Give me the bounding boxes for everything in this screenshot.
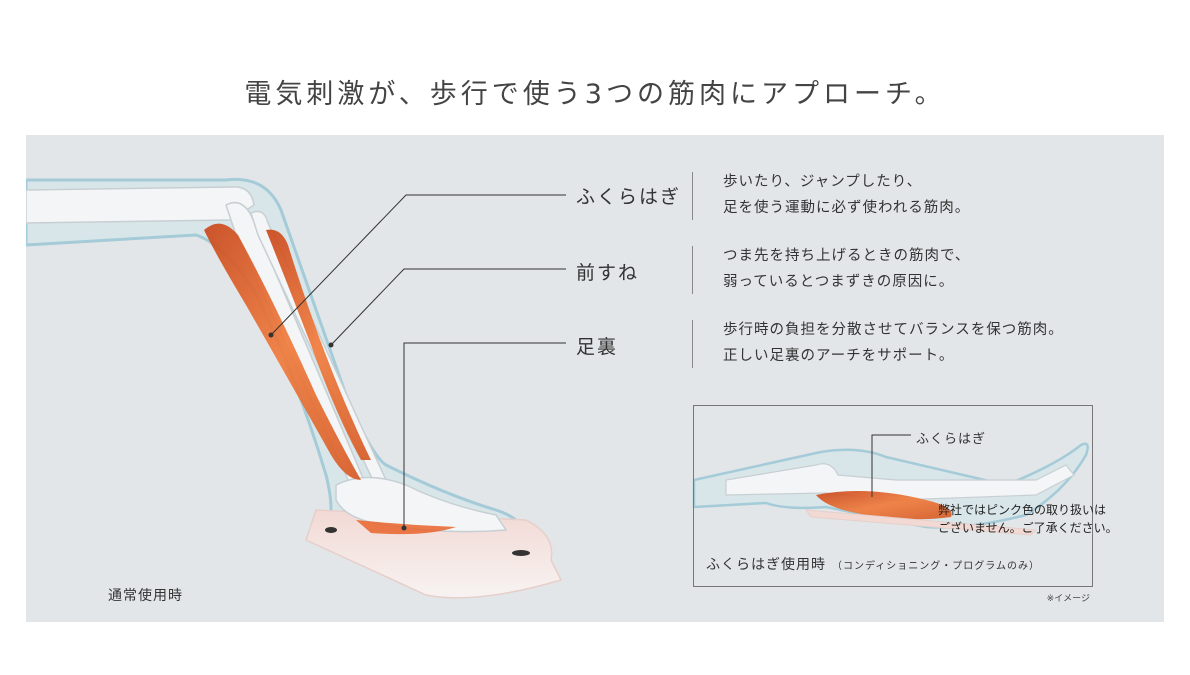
desc-line: 弱っているとつまずきの原因に。 xyxy=(723,274,955,290)
foot-plate xyxy=(305,509,563,599)
desc-line: つま先を持ち上げるときの筋肉で、 xyxy=(723,248,971,264)
desc-line: 歩行時の負担を分散させてバランスを保つ筋肉。 xyxy=(723,322,1064,338)
illustration-panel: ふくらはぎ 前すね 足裏 歩いたり、ジャンプしたり、 足を使う運動に必ず使われる… xyxy=(26,135,1164,622)
desc-line: 正しい足裏のアーチをサポート。 xyxy=(723,348,955,364)
desc-line: 歩いたり、ジャンプしたり、 xyxy=(723,174,923,190)
image-note: ※イメージ xyxy=(1046,594,1090,604)
inset-label-calf: ふくらはぎ xyxy=(916,432,987,447)
inset-caption: ふくらはぎ使用時 （コンディショニング・プログラムのみ） xyxy=(706,554,1040,574)
inset-box: ふくらはぎ 弊社ではピンク色の取り扱いは ございません。ご了承ください。 ふくら… xyxy=(693,405,1118,587)
inset-caption-sub: （コンディショニング・プログラムのみ） xyxy=(832,561,1040,572)
inset-leg-illustration xyxy=(692,434,1089,536)
leader-lines xyxy=(270,194,566,528)
notice-line: ございません。ご了承ください。 xyxy=(938,521,1118,535)
divider-sole xyxy=(692,320,693,368)
muscle-label-calf: ふくらはぎ xyxy=(576,186,682,208)
muscle-desc-shin: つま先を持ち上げるときの筋肉で、 弱っているとつまずきの原因に。 xyxy=(723,243,970,295)
muscle-label-sole: 足裏 xyxy=(576,336,619,358)
leg-muscles xyxy=(204,223,456,535)
divider-shin xyxy=(692,246,693,294)
inset-caption-main: ふくらはぎ使用時 xyxy=(706,557,826,573)
muscle-desc-sole: 歩行時の負担を分散させてバランスを保つ筋肉。 正しい足裏のアーチをサポート。 xyxy=(723,317,1064,369)
muscle-label-shin: 前すね xyxy=(576,262,640,284)
leg-illustration xyxy=(26,177,1089,599)
main-caption: 通常使用時 xyxy=(108,588,183,604)
divider-calf xyxy=(692,172,693,220)
notice-line: 弊社ではピンク色の取り扱いは xyxy=(938,503,1107,517)
page-title: 電気刺激が、歩行で使う3つの筋肉にアプローチ。 xyxy=(244,79,946,110)
desc-line: 足を使う運動に必ず使われる筋肉。 xyxy=(723,200,971,216)
muscle-desc-calf: 歩いたり、ジャンプしたり、 足を使う運動に必ず使われる筋肉。 xyxy=(723,169,970,221)
pink-notice: 弊社ではピンク色の取り扱いは ございません。ご了承ください。 xyxy=(938,501,1118,537)
